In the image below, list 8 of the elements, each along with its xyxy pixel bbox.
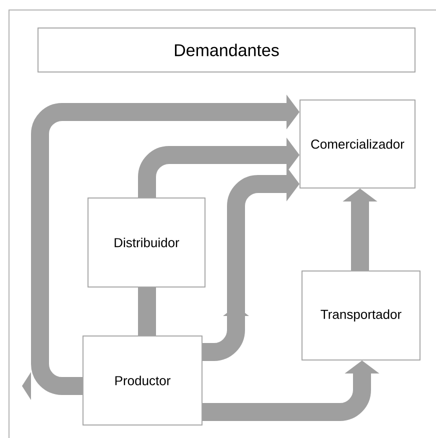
process-box: Transportador: [302, 270, 420, 360]
arrow: [202, 166, 300, 361]
title-box: Demandantes: [38, 28, 416, 72]
process-box: Comercializador: [300, 100, 416, 188]
process-box: Productor: [82, 336, 202, 426]
process-box: Distribuidor: [88, 198, 206, 288]
arrow: [138, 138, 300, 198]
arrow: [22, 94, 300, 400]
